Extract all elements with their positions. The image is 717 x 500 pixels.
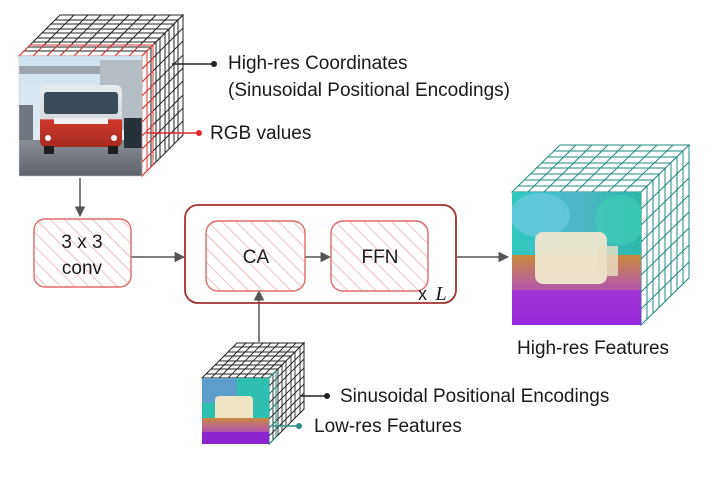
low-res-features-label: Low-res Features [314, 416, 462, 437]
transformer-block: CA FFN x L [184, 204, 457, 305]
feature-map-icon [512, 192, 641, 325]
rgb-values-label: RGB values [210, 123, 311, 144]
ffn-block: FFN [330, 220, 429, 292]
conv-block: 3 x 3 conv [33, 218, 132, 288]
conv-label-line2: conv [62, 258, 103, 279]
bus-photo-icon [19, 56, 142, 176]
input-cube-top-face [17, 14, 185, 57]
sinusoidal-pe-paren-label: (Sinusoidal Positional Encodings) [228, 80, 510, 101]
high-res-coordinates-label: High-res Coordinates [228, 53, 408, 74]
conv-label-line1: 3 x 3 [61, 232, 102, 253]
high-res-features-cube [510, 143, 691, 327]
rgb-values-callout: RGB values [147, 123, 311, 144]
high-res-features-label: High-res Features [517, 338, 669, 359]
low-res-features-cube [200, 341, 306, 446]
input-cube-right-face [141, 13, 184, 178]
ca-block: CA [205, 220, 306, 292]
sinusoidal-pe-label: Sinusoidal Positional Encodings [340, 386, 609, 407]
feature-map-icon [202, 378, 269, 444]
input-cube [17, 13, 185, 178]
low-res-features-callout: Low-res Features [273, 416, 462, 437]
repeat-count-label: x L [418, 283, 447, 305]
ca-label: CA [243, 247, 270, 268]
arrows [74, 178, 510, 342]
ffn-label: FFN [362, 247, 399, 268]
sinusoidal-pe-callout: Sinusoidal Positional Encodings [300, 386, 609, 407]
input-cube-rgb-layer [17, 43, 155, 178]
high-res-coordinates-callout: High-res Coordinates (Sinusoidal Positio… [172, 53, 510, 101]
